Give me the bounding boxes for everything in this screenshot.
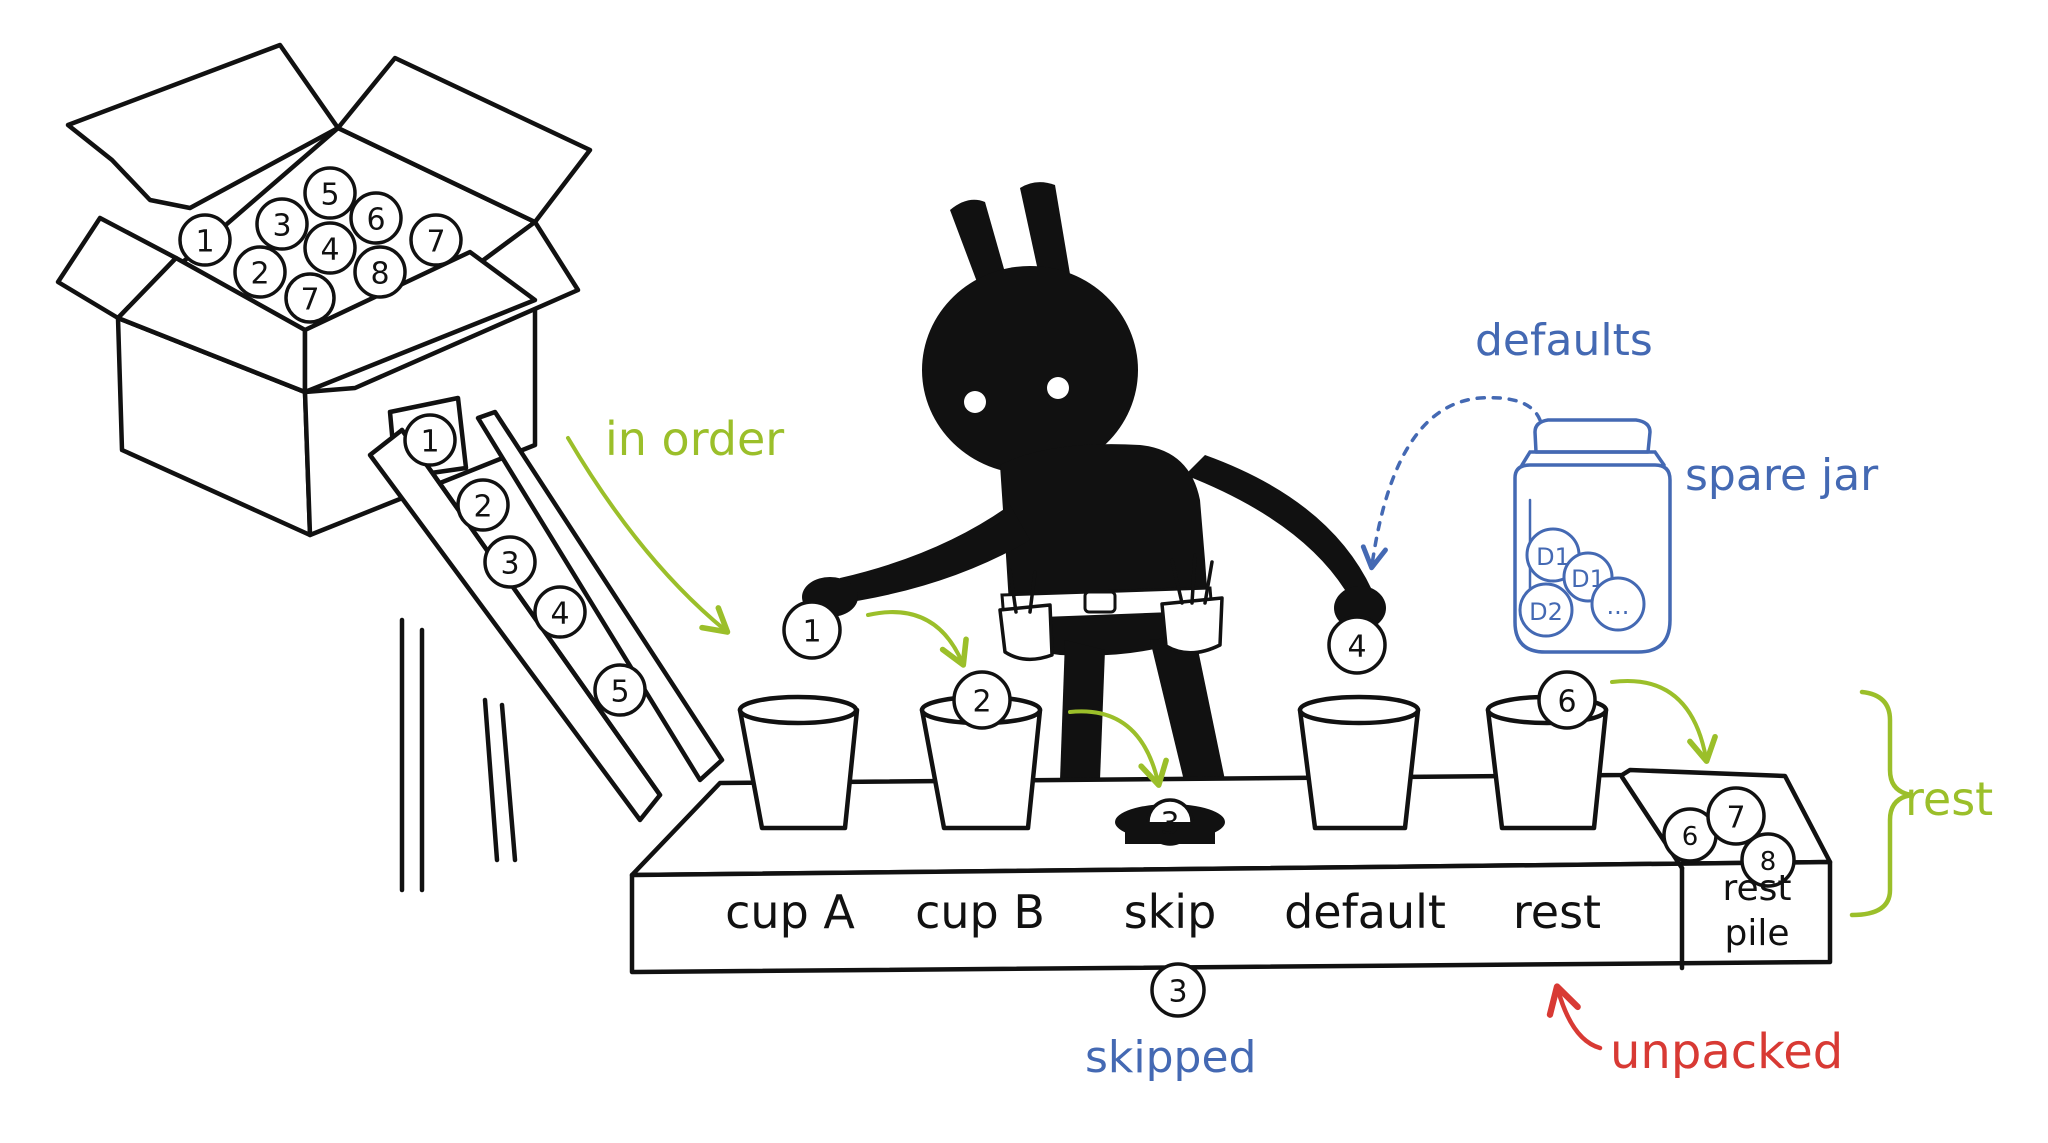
svg-text:7: 7 (426, 225, 445, 260)
svg-text:...: ... (1607, 592, 1630, 620)
skip-hole-ball: 3 (1160, 807, 1179, 842)
svg-text:4: 4 (1347, 630, 1366, 665)
label-skip: skip (1124, 885, 1217, 939)
label-rest-pile-line2: pile (1724, 913, 1789, 954)
label-unpacked: unpacked (1610, 1024, 1843, 1080)
label-in-order: in order (605, 412, 784, 466)
cup-a (737, 694, 860, 831)
svg-text:2: 2 (972, 685, 991, 720)
label-spare-jar: spare jar (1685, 450, 1879, 501)
svg-text:1: 1 (802, 615, 821, 650)
unpacked-arrow (1546, 983, 1603, 1051)
spare-jar: D1 D1 D2 ... (1513, 418, 1672, 654)
label-skipped: skipped (1085, 1032, 1257, 1083)
label-rest-brace: rest (1905, 772, 1993, 826)
box-ball-4: 4 (303, 221, 357, 275)
svg-text:1: 1 (420, 425, 439, 460)
label-default: default (1284, 885, 1446, 939)
svg-text:7: 7 (300, 283, 319, 318)
label-rest: rest (1513, 885, 1601, 939)
box-ball-3: 3 (255, 197, 309, 251)
character (802, 182, 1386, 785)
chute-ball-1: 1 (403, 413, 457, 467)
jar-ball-d2: D2 (1518, 582, 1574, 638)
ball-cup-b: 2 (952, 670, 1012, 730)
svg-text:6: 6 (1682, 822, 1699, 852)
svg-text:2: 2 (250, 257, 269, 292)
box-ball-6: 6 (349, 191, 403, 245)
svg-text:6: 6 (1557, 685, 1576, 720)
label-defaults: defaults (1475, 315, 1653, 366)
label-cup-b: cup B (915, 885, 1045, 939)
rest-arrow (1610, 679, 1718, 764)
svg-text:2: 2 (473, 490, 492, 525)
jar-ball-more: ... (1590, 576, 1646, 632)
svg-text:D1: D1 (1536, 543, 1570, 571)
svg-text:5: 5 (320, 178, 339, 213)
skip-hole: 3 (1115, 798, 1225, 846)
ball-cup-a: 1 (782, 600, 842, 660)
svg-text:7: 7 (1726, 801, 1745, 836)
box-ball-5: 5 (303, 166, 357, 220)
label-cup-a: cup A (725, 885, 855, 939)
chute-ball-4: 4 (533, 585, 587, 639)
svg-text:3: 3 (500, 547, 519, 582)
svg-text:3: 3 (272, 209, 291, 244)
svg-text:8: 8 (1760, 847, 1777, 877)
svg-text:8: 8 (370, 257, 389, 292)
rest-brace (1849, 689, 1913, 918)
in-order-arrow (566, 436, 731, 635)
chute: 1 2 3 4 5 (367, 395, 725, 893)
box-ball-7b: 7 (284, 272, 336, 324)
box-ball-8: 8 (353, 245, 407, 299)
svg-text:5: 5 (610, 675, 629, 710)
svg-text:6: 6 (366, 203, 385, 238)
svg-text:4: 4 (320, 233, 339, 268)
ball-default: 4 (1327, 615, 1387, 675)
defaults-arrow (1360, 395, 1542, 571)
svg-text:D2: D2 (1529, 598, 1563, 626)
svg-text:4: 4 (550, 597, 569, 632)
rest-pile-balls: 6 8 7 (1662, 786, 1796, 888)
box-ball-1: 1 (178, 213, 232, 267)
skipped-ball: 3 (1150, 962, 1206, 1018)
chute-ball-3: 3 (483, 535, 537, 589)
skip-arrow (1068, 709, 1169, 788)
cup-default (1297, 694, 1421, 831)
label-rest-pile-line1: rest (1722, 868, 1791, 909)
chute-ball-2: 2 (456, 478, 510, 532)
chute-ball-5: 5 (593, 663, 647, 717)
pass-arrow-1 (866, 610, 969, 668)
ball-rest: 6 (1537, 670, 1597, 730)
svg-text:1: 1 (195, 225, 214, 260)
box-ball-2: 2 (233, 245, 287, 299)
box-ball-7: 7 (409, 213, 463, 267)
svg-text:3: 3 (1168, 975, 1187, 1010)
